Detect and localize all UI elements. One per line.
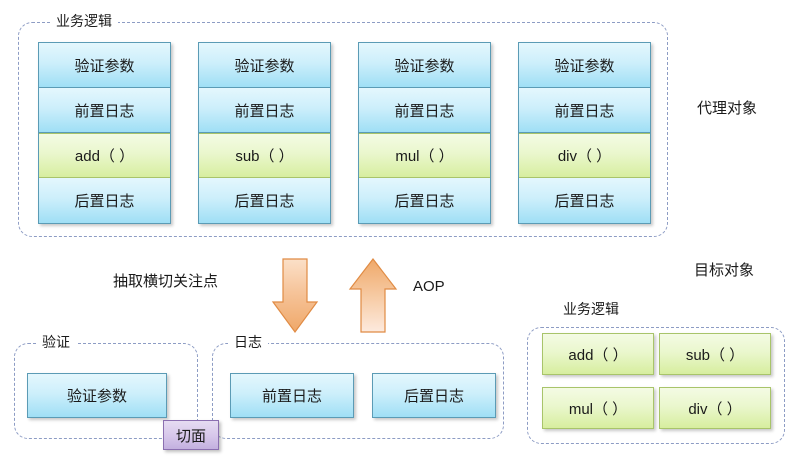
proxy-cell-method: div（ ） bbox=[519, 133, 650, 178]
target-group-label: 业务逻辑 bbox=[557, 301, 625, 317]
proxy-stack-div[interactable]: 验证参数 前置日志 div（ ） 后置日志 bbox=[518, 42, 651, 224]
proxy-cell-method: mul（ ） bbox=[359, 133, 490, 178]
target-method-mul[interactable]: mul（ ） bbox=[542, 387, 654, 429]
proxy-stack-mul[interactable]: 验证参数 前置日志 mul（ ） 后置日志 bbox=[358, 42, 491, 224]
proxy-cell-before-log: 前置日志 bbox=[199, 88, 330, 133]
proxy-cell-method: sub（ ） bbox=[199, 133, 330, 178]
target-method-div[interactable]: div（ ） bbox=[659, 387, 771, 429]
proxy-stack-add[interactable]: 验证参数 前置日志 add（ ） 后置日志 bbox=[38, 42, 171, 224]
proxy-cell-after-log: 后置日志 bbox=[199, 178, 330, 223]
down-arrow bbox=[271, 258, 319, 334]
up-arrow bbox=[348, 258, 398, 334]
validate-aspect-group-label: 验证 bbox=[36, 334, 76, 350]
proxy-cell-after-log: 后置日志 bbox=[519, 178, 650, 223]
proxy-cell-method: add（ ） bbox=[39, 133, 170, 178]
target-method-add[interactable]: add（ ） bbox=[542, 333, 654, 375]
proxy-object-group bbox=[18, 22, 668, 237]
extract-crosscutting-label: 抽取横切关注点 bbox=[113, 273, 219, 290]
aspect-chip-label[interactable]: 切面 bbox=[163, 420, 219, 450]
proxy-cell-validate: 验证参数 bbox=[39, 43, 170, 88]
aspect-chip-before-log[interactable]: 前置日志 bbox=[230, 373, 354, 418]
log-aspect-group-label: 日志 bbox=[228, 334, 268, 350]
aop-label: AOP bbox=[413, 278, 445, 295]
proxy-cell-after-log: 后置日志 bbox=[359, 178, 490, 223]
proxy-stack-sub[interactable]: 验证参数 前置日志 sub（ ） 后置日志 bbox=[198, 42, 331, 224]
target-object-group bbox=[527, 327, 785, 444]
proxy-cell-after-log: 后置日志 bbox=[39, 178, 170, 223]
target-object-side-label: 目标对象 bbox=[694, 262, 755, 279]
aspect-chip-after-log[interactable]: 后置日志 bbox=[372, 373, 496, 418]
proxy-cell-validate: 验证参数 bbox=[199, 43, 330, 88]
proxy-cell-before-log: 前置日志 bbox=[519, 88, 650, 133]
aspect-chip-validate-params[interactable]: 验证参数 bbox=[27, 373, 167, 418]
proxy-cell-validate: 验证参数 bbox=[519, 43, 650, 88]
proxy-cell-validate: 验证参数 bbox=[359, 43, 490, 88]
target-method-sub[interactable]: sub（ ） bbox=[659, 333, 771, 375]
proxy-object-side-label: 代理对象 bbox=[697, 100, 758, 117]
proxy-group-label: 业务逻辑 bbox=[50, 13, 118, 29]
validate-aspect-group bbox=[14, 343, 198, 439]
log-aspect-group bbox=[212, 343, 504, 439]
proxy-cell-before-log: 前置日志 bbox=[359, 88, 490, 133]
proxy-cell-before-log: 前置日志 bbox=[39, 88, 170, 133]
